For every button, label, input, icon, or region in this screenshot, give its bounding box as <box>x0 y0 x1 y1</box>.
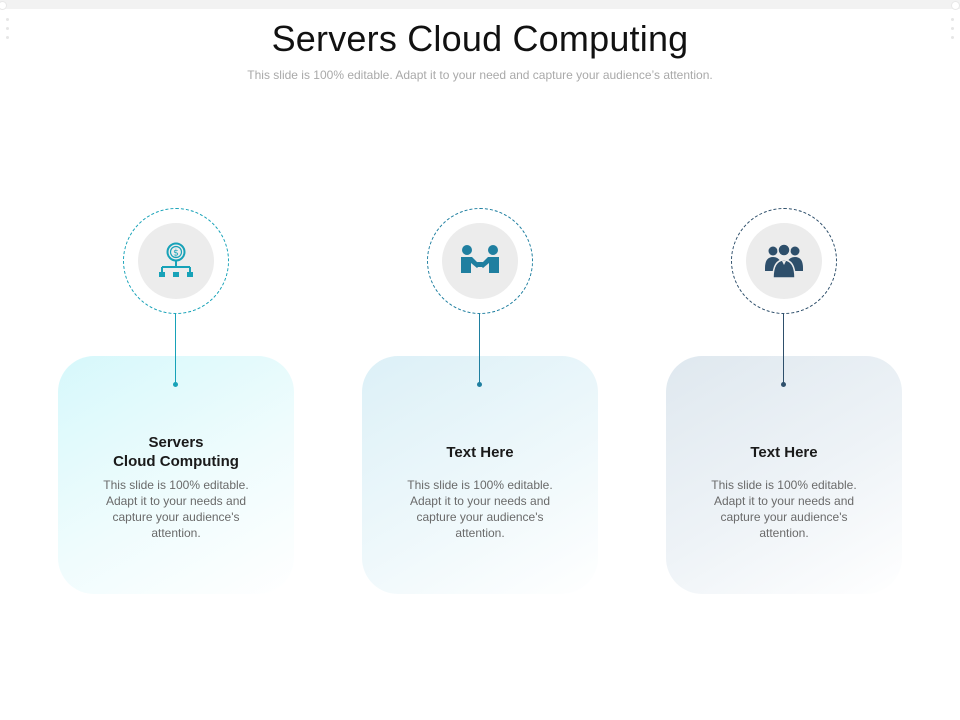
handshake-people-icon <box>461 245 499 273</box>
icon-ring <box>731 208 837 314</box>
card-panel <box>666 356 902 594</box>
icon-circle <box>442 223 518 299</box>
connector-dot <box>477 382 482 387</box>
connector-line <box>783 314 784 384</box>
icon-ring: $ <box>123 208 229 314</box>
connector-dot <box>173 382 178 387</box>
corner-dots-right <box>948 18 956 45</box>
card-body-text: This slide is 100% editable. Adapt it to… <box>103 478 249 540</box>
card-panel <box>362 356 598 594</box>
card-title: Servers Cloud Computing <box>56 433 296 471</box>
card-body-text: This slide is 100% editable. Adapt it to… <box>407 478 553 540</box>
dollar-network-icon: $ <box>159 242 193 277</box>
connector-line <box>479 314 480 384</box>
card-title: Text Here <box>750 444 818 461</box>
slide-title: Servers Cloud Computing <box>271 18 689 59</box>
corner-ring-right <box>951 1 960 10</box>
top-decor-bar <box>0 0 960 9</box>
card-title-line-2: Cloud Computing <box>113 453 239 470</box>
card-column-2: Text Here This slide is 100% editable. A… <box>360 0 600 720</box>
card-title-line-1: Servers <box>148 434 204 451</box>
svg-text:$: $ <box>173 249 179 259</box>
card-column-3: Text Here This slide is 100% editable. A… <box>664 0 904 720</box>
card-panel <box>58 356 294 594</box>
icon-circle: $ <box>138 223 214 299</box>
card-body-text: This slide is 100% editable. Adapt it to… <box>711 478 857 540</box>
connector-dot <box>781 382 786 387</box>
corner-dots-left <box>3 18 11 45</box>
icon-ring <box>427 208 533 314</box>
icon-circle <box>746 223 822 299</box>
card-column-1: $ Servers Cloud Computing This slide is … <box>56 0 296 720</box>
team-group-icon <box>765 243 803 279</box>
corner-ring-left <box>0 1 7 10</box>
card-title: Text Here <box>446 444 514 461</box>
slide-subtitle: This slide is 100% editable. Adapt it to… <box>247 68 713 82</box>
connector-line <box>175 314 176 384</box>
